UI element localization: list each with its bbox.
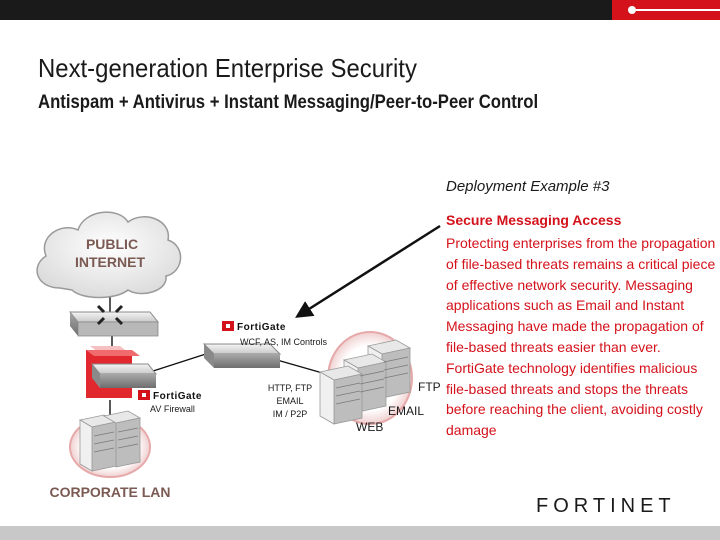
router-icon (68, 304, 160, 337)
page-title: Next-generation Enterprise Security (38, 53, 417, 83)
fortigate-logo-top: FortiGate (222, 321, 286, 333)
fortigate-device-icon (202, 343, 282, 368)
cloud-label-line1: PUBLIC (86, 236, 138, 252)
fortinet-logo-text: FORTINET (536, 495, 676, 517)
deployment-heading: Secure Messaging Access (446, 212, 622, 228)
fortinet-logo: FORTINET (536, 495, 676, 518)
cloud-icon: PUBLIC INTERNET (36, 211, 182, 299)
top-bar-dot (628, 6, 636, 14)
fortigate-top-caption: WCF, AS, IM Controls (240, 337, 328, 347)
firewall-device-icon (86, 346, 158, 398)
deployment-title: Deployment Example #3 (446, 178, 610, 195)
fortigate-av-caption: AV Firewall (150, 404, 195, 414)
deployment-description: Protecting enterprises from the propagat… (446, 235, 716, 439)
corporate-lan-label: CORPORATE LAN (49, 484, 170, 500)
fortigate-logo-av: FortiGate (138, 390, 202, 402)
page-subtitle: Antispam + Antivirus + Instant Messaging… (38, 92, 539, 113)
server-label-web: WEB (356, 420, 383, 434)
protocol-label-im-p2p: IM / P2P (273, 409, 308, 419)
callout-arrow (295, 224, 441, 318)
server-cluster-icon (318, 331, 413, 425)
line-firewall-fortigate (149, 351, 213, 373)
fortigate-wordmark-top: FortiGate (237, 322, 286, 333)
server-label-email: EMAIL (388, 404, 424, 418)
server-label-ftp: FTP (418, 380, 441, 394)
protocol-label-email: EMAIL (276, 396, 303, 406)
cloud-label-line2: INTERNET (75, 254, 145, 270)
bottom-bar (0, 526, 720, 540)
top-bar-line (636, 9, 720, 11)
fortigate-wordmark-av: FortiGate (153, 391, 202, 402)
top-bar (0, 0, 720, 20)
corporate-lan-icon (69, 410, 151, 478)
protocol-label-http-ftp: HTTP, FTP (268, 383, 312, 393)
